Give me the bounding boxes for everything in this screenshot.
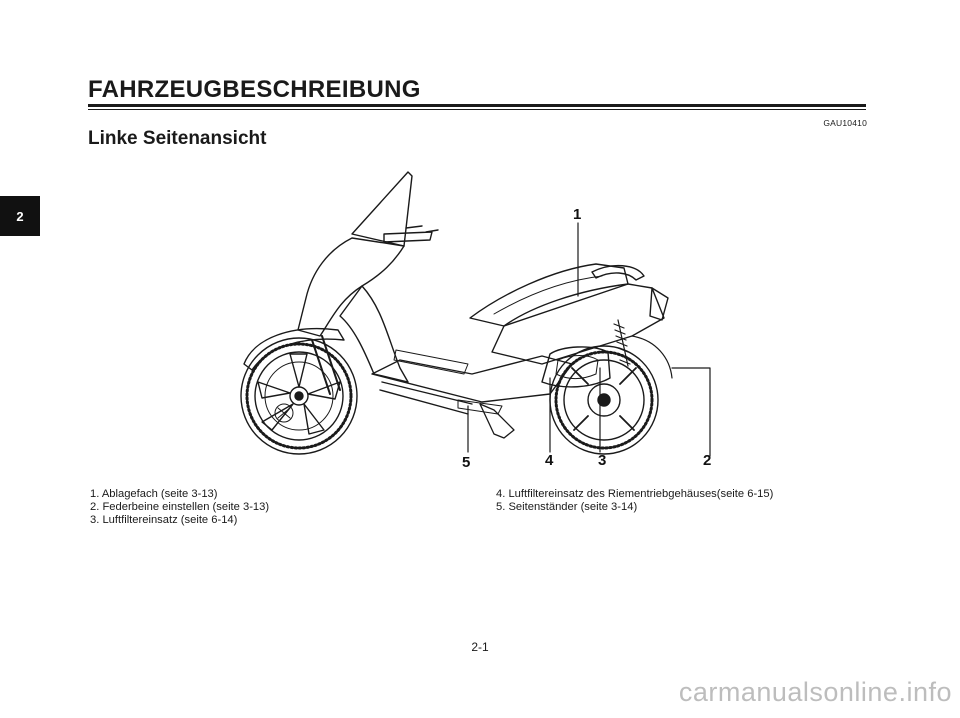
floorboard	[371, 355, 573, 403]
header-rule-thick	[88, 104, 866, 107]
header-rule-thin	[88, 109, 866, 110]
section-title: Linke Seitenansicht	[88, 128, 267, 149]
callout-1: 1	[573, 206, 581, 223]
chapter-tab: 2	[0, 196, 40, 236]
legend-left: 1. Ablagefach (seite 3-13) 2. Federbeine…	[90, 488, 269, 527]
legshield-panel	[339, 285, 409, 383]
center-stand-footrest	[457, 399, 503, 415]
legend-item-4: 4. Luftfiltereinsatz des Riementriebgehä…	[496, 488, 774, 500]
legend-item-2: 2. Federbeine einstellen (seite 3-13)	[90, 501, 270, 513]
front-fender	[243, 327, 345, 371]
scooter-drawing: 1 2 3 4 5	[240, 171, 711, 468]
belt-housing	[541, 346, 611, 388]
callout-3: 3	[598, 452, 606, 468]
front-shield	[297, 237, 405, 337]
lower-body-line	[379, 381, 473, 415]
seat	[469, 263, 629, 327]
handlebar	[383, 225, 439, 243]
rear-shock-absorber	[613, 319, 631, 367]
callout-leaders	[467, 222, 711, 457]
callout-5: 5	[462, 454, 470, 468]
side-grille	[393, 349, 469, 375]
front-wheel	[240, 337, 358, 455]
front-fork	[311, 335, 341, 395]
legend-item-3: 3. Luftfiltereinsatz (seite 6-14)	[90, 514, 238, 526]
callout-4: 4	[545, 452, 554, 468]
rear-grab-rail	[591, 265, 645, 281]
leader-2	[671, 367, 711, 457]
air-filter-cover	[555, 355, 599, 379]
rear-wheel	[549, 345, 659, 455]
chapter-tab-label: 2	[16, 208, 24, 224]
rear-fender	[631, 335, 673, 379]
callout-2: 2	[703, 452, 711, 468]
rear-body	[491, 283, 665, 365]
seat-cushion	[493, 275, 603, 315]
watermark: carmanualsonline.info	[678, 677, 952, 707]
side-stand	[479, 403, 515, 439]
scooter-illustration: 1 2 3 4 5	[232, 168, 732, 468]
tail-light	[649, 287, 669, 321]
legend-right: 4. Luftfiltereinsatz des Riementriebgehä…	[496, 488, 773, 514]
reference-code: GAU10410	[823, 118, 867, 128]
legend-item-5: 5. Seitenständer (seite 3-14)	[496, 501, 638, 513]
windscreen	[351, 171, 413, 247]
chapter-title: FAHRZEUGBESCHREIBUNG	[88, 76, 421, 103]
page-number: 2-1	[471, 640, 489, 654]
legend-item-1: 1. Ablagefach (seite 3-13)	[90, 488, 218, 500]
